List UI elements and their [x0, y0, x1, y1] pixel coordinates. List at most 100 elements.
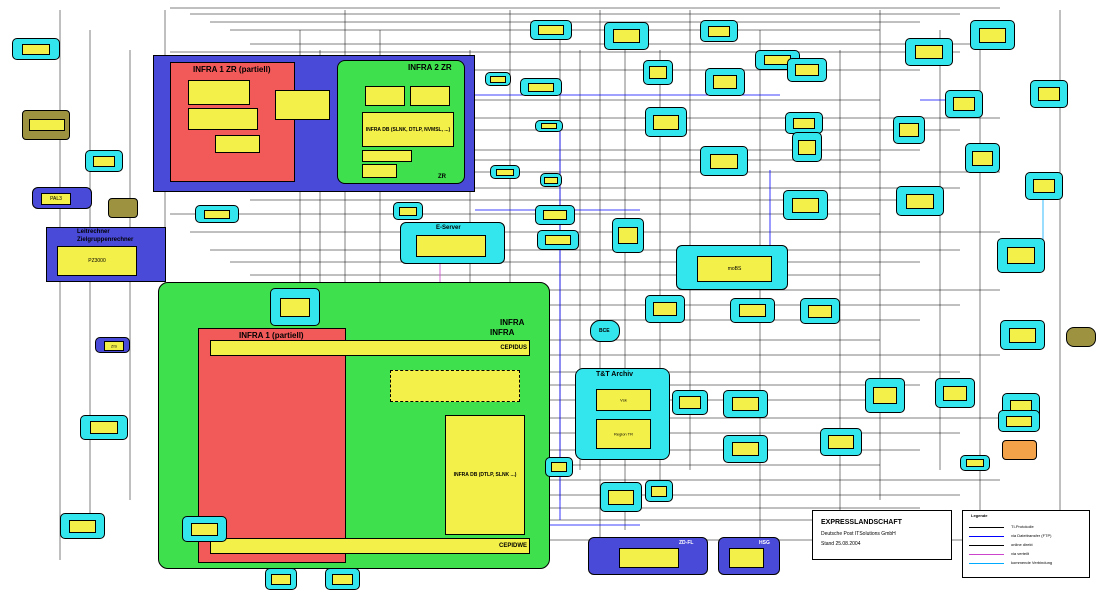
- system-node-frame: [723, 435, 768, 463]
- legend-swatch: [969, 554, 1004, 555]
- system-node-body: [709, 153, 739, 169]
- infra-db-main: INFRA DB (DTLP, SLNK ...): [445, 415, 525, 535]
- zone-infra-title-b: INFRA: [490, 328, 515, 337]
- system-node-body: [828, 435, 854, 449]
- leitrechner-subtitle: Zielgruppenrechner: [77, 237, 134, 243]
- system-node: [700, 146, 748, 176]
- system-node: [672, 390, 708, 415]
- system-node-body: [543, 210, 567, 220]
- system-node-body: [943, 385, 967, 401]
- system-node-body: [1006, 246, 1036, 265]
- pz3000-box: PZ3000: [57, 246, 137, 276]
- system-node-body: [550, 462, 568, 472]
- system-node: [604, 22, 649, 50]
- infra1zr-box-3: [215, 135, 260, 153]
- olive-top-left-box: [29, 119, 65, 131]
- system-node-body: [613, 29, 640, 43]
- system-node: [783, 190, 828, 220]
- system-node: [865, 378, 905, 413]
- mobs-label: moBS: [727, 266, 742, 272]
- system-node-body: [914, 45, 944, 59]
- system-node: [1000, 320, 1045, 350]
- system-node-body: [496, 168, 514, 176]
- system-node-body: [1032, 179, 1056, 193]
- bce-label: BCE: [599, 328, 610, 334]
- system-node: [723, 390, 768, 418]
- cepidwe-bar: CEPIDWE: [210, 538, 530, 554]
- system-node-body: [732, 442, 759, 456]
- system-node: [896, 186, 944, 216]
- olive-mid-left: [108, 198, 138, 218]
- zone-infra-title: INFRA: [500, 318, 525, 327]
- pal3-box: PAL3: [41, 193, 71, 205]
- system-node-body: [332, 573, 353, 585]
- zone-infra2zr-title: INFRA 2 ZR: [408, 63, 452, 72]
- pz3000-label: PZ3000: [88, 258, 106, 264]
- infra1zr-box-1: [188, 80, 250, 105]
- system-node-body: [732, 397, 759, 411]
- system-node: [945, 90, 983, 118]
- system-node: [182, 516, 227, 542]
- legend-label: via verteilt: [1011, 551, 1030, 556]
- system-node-body: [280, 297, 310, 317]
- system-node-body: [271, 573, 291, 585]
- leitrechner-title: Leitrechner: [77, 229, 110, 235]
- cepidus-label: CEPIDUS: [500, 345, 527, 351]
- zis-box: ZIS: [104, 341, 124, 351]
- zone-mobs: moBS: [676, 245, 788, 290]
- system-node: [792, 132, 822, 162]
- system-node-body: [608, 489, 634, 505]
- system-node: [970, 20, 1015, 50]
- system-node: [535, 205, 575, 225]
- system-node-body: [952, 97, 976, 111]
- system-node-body: [679, 396, 701, 409]
- infra-sub-box: [390, 370, 520, 402]
- system-node: [645, 480, 673, 502]
- system-node-body: [528, 82, 554, 92]
- zone-zr-title: ZR: [438, 174, 446, 180]
- legend-label: via Dateitransfer (FTP): [1011, 533, 1052, 538]
- legend-item: TI-Protokolle: [969, 523, 1079, 531]
- system-node: [195, 205, 239, 223]
- system-node-body: [713, 75, 737, 89]
- system-node: [393, 202, 423, 220]
- legend-label: TI-Protokolle: [1011, 524, 1034, 529]
- system-node-body: [649, 66, 667, 79]
- legend-item: kommende Verbindung: [969, 559, 1079, 567]
- zd-fl-title: ZD-FL: [679, 540, 694, 546]
- system-node: [85, 150, 123, 172]
- system-node: [965, 143, 1000, 173]
- legend-item: via verteilt: [969, 550, 1079, 558]
- system-node-body: [69, 519, 96, 533]
- system-node-body: [792, 197, 819, 213]
- system-node-body: [650, 485, 668, 497]
- infra-db-main-label: INFRA DB (DTLP, SLNK ...): [453, 472, 517, 478]
- system-node: [905, 38, 953, 66]
- system-node: [535, 120, 563, 132]
- system-node: [490, 165, 520, 179]
- hsg-title: HSG: [759, 540, 770, 546]
- system-node-body: [899, 123, 919, 137]
- system-node: [540, 173, 562, 187]
- system-node: [520, 78, 562, 96]
- legend-label: online direkt: [1011, 542, 1033, 547]
- system-node: [537, 230, 579, 250]
- legend-swatch: [969, 545, 1004, 546]
- system-node-body: [191, 522, 218, 536]
- infra-zr-shared-box: [275, 90, 330, 120]
- system-node-body: [1006, 415, 1032, 427]
- system-node-body: [544, 176, 558, 184]
- zone-hsg: HSG: [718, 537, 780, 575]
- system-node: [643, 60, 673, 85]
- system-node-body: [808, 304, 832, 318]
- system-node-body: [399, 206, 417, 216]
- system-node-body: [905, 193, 935, 209]
- system-node-body: [972, 150, 993, 166]
- system-node: [705, 68, 745, 96]
- system-node: [485, 72, 511, 86]
- tt-archiv-title: T&T Archiv: [596, 371, 634, 378]
- system-node: [270, 288, 320, 326]
- system-node: [600, 482, 642, 512]
- system-node-body: [545, 235, 571, 245]
- system-node-body: [89, 421, 119, 434]
